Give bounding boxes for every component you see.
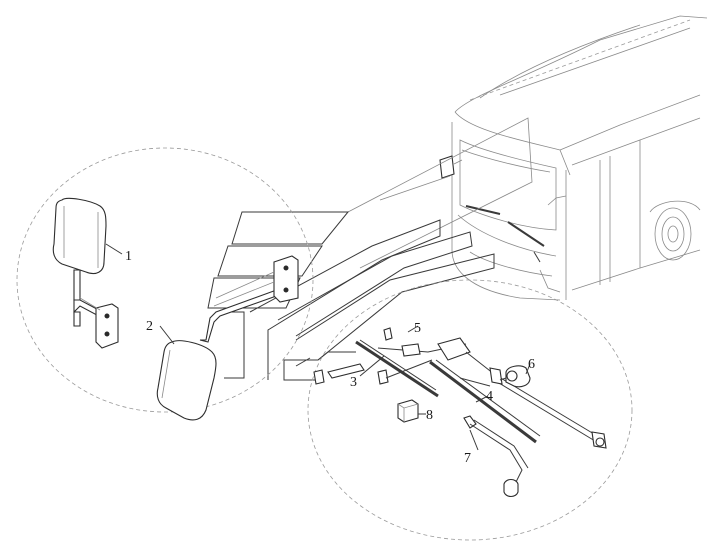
callout-3: 3: [350, 375, 357, 390]
callout-5: 5: [414, 321, 421, 336]
callout-labels: 1 2 3 4 5 6 7 8: [125, 249, 535, 466]
callout-2: 2: [146, 319, 153, 334]
part-6-wiper-motor: [499, 365, 531, 388]
callout-8: 8: [426, 408, 433, 423]
callout-1: 1: [125, 249, 132, 264]
part-8-control-box: [397, 399, 419, 423]
bus-outline: [439, 15, 707, 301]
chevron-logo: [207, 211, 495, 381]
detail-circles: [16, 147, 633, 541]
callout-6: 6: [528, 357, 535, 372]
pointer-lines: [347, 117, 533, 269]
callout-4: 4: [486, 389, 493, 404]
callout-7: 7: [464, 451, 471, 466]
part-5-link-rod: [465, 351, 607, 449]
part-7-lower-arm: [463, 415, 529, 498]
part-4-wiper-blade: [429, 359, 541, 444]
part-3-wiper-assembly: [313, 327, 471, 398]
leader-lines: [105, 243, 531, 451]
part-2-mirror: [156, 255, 299, 421]
part-1-side-mirror: [52, 197, 119, 349]
